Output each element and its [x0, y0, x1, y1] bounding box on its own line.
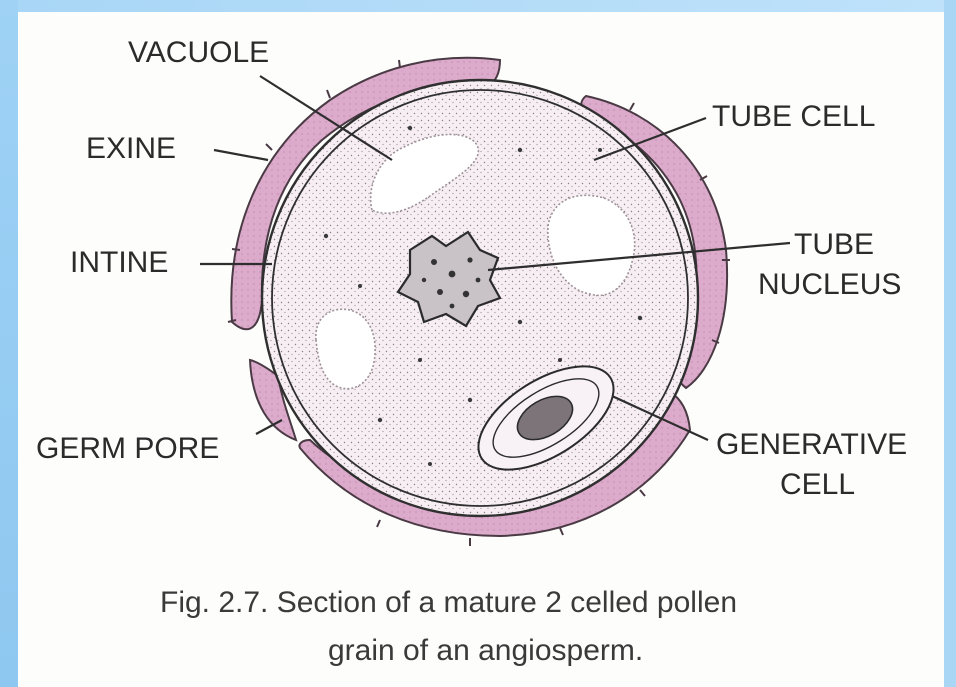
label-tube-cell: TUBE CELL: [712, 100, 875, 133]
caption-line1: Fig. 2.7. Section of a mature 2 celled p…: [160, 586, 737, 619]
label-generative-cell-line1: GENERATIVE: [716, 428, 907, 461]
label-generative-cell-line2: CELL: [780, 468, 855, 501]
label-tube-nucleus-line1: TUBE: [794, 228, 874, 261]
label-germ-pore: GERM PORE: [36, 432, 219, 465]
label-vacuole: VACUOLE: [128, 36, 269, 69]
label-exine: EXINE: [86, 132, 176, 165]
label-tube-nucleus-line2: NUCLEUS: [758, 268, 901, 301]
caption-line2: grain of an angiosperm.: [328, 634, 643, 667]
label-intine: INTINE: [70, 246, 168, 279]
